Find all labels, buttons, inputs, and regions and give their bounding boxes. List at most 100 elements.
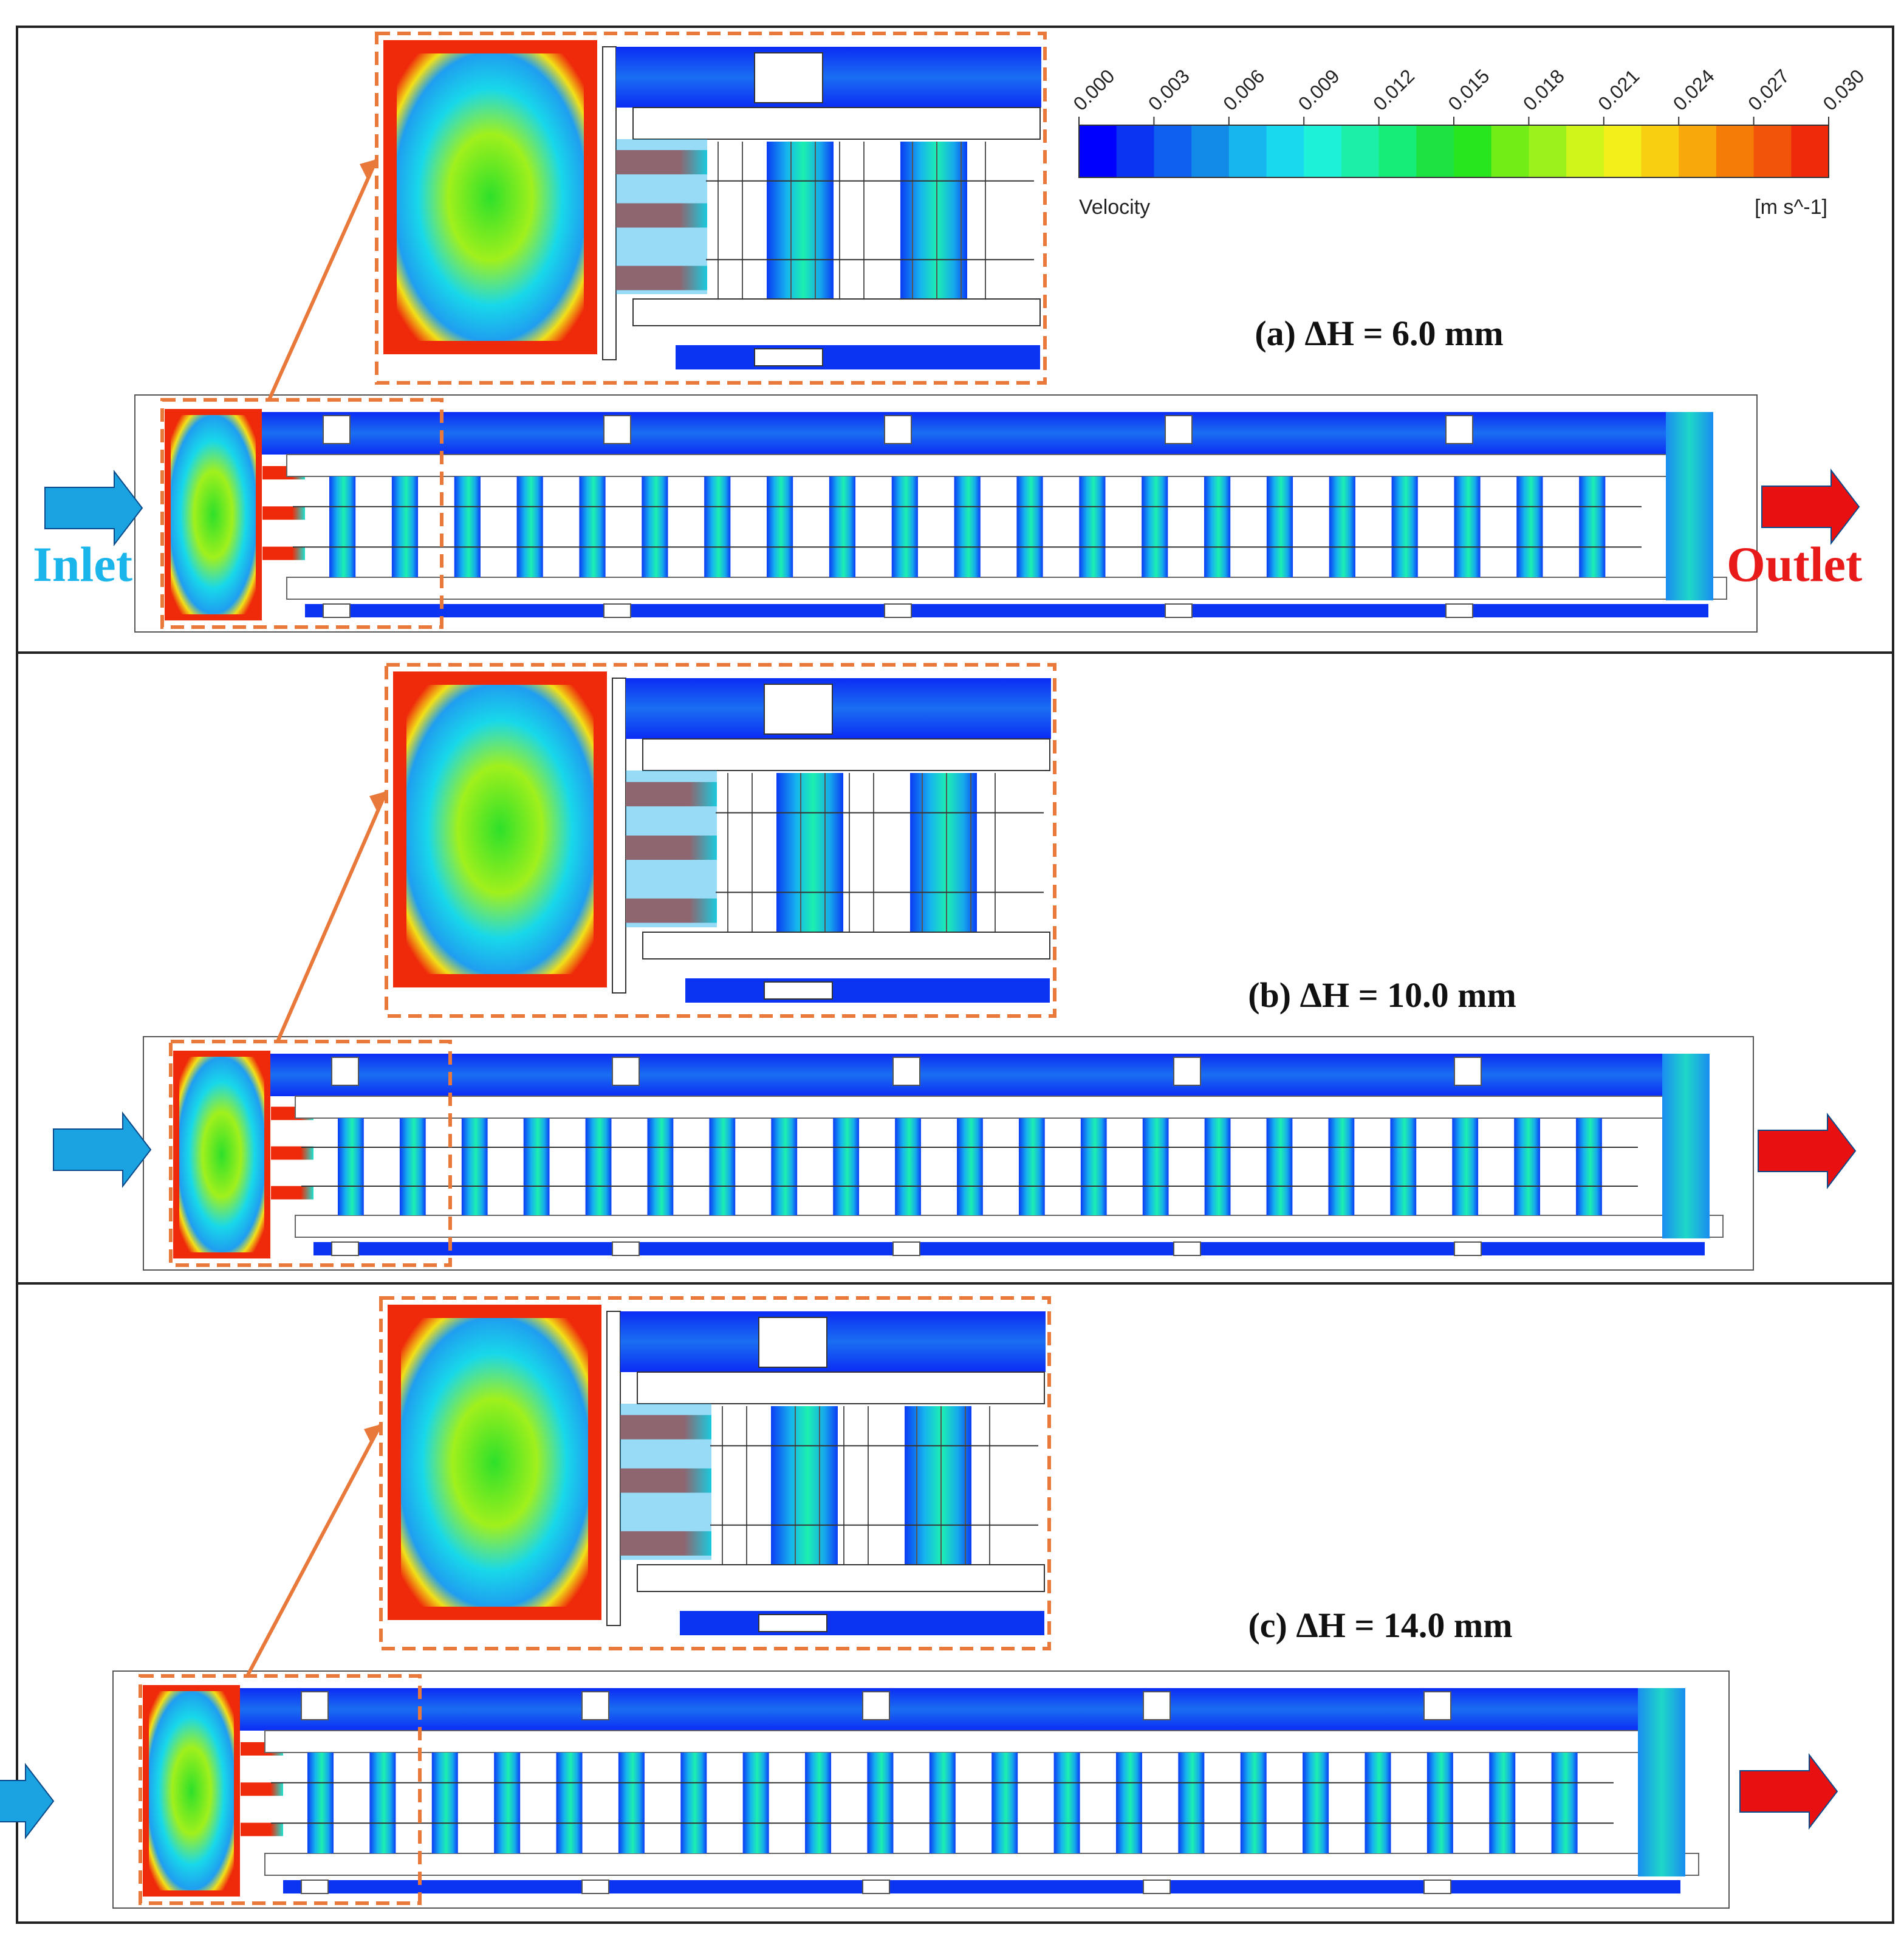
microchannel bbox=[1016, 476, 1043, 577]
colorbar-swatch bbox=[1716, 125, 1755, 177]
inlet-arrow bbox=[0, 1763, 55, 1839]
zoom-top-band bbox=[620, 1311, 1046, 1372]
top-solid-bar bbox=[286, 454, 1685, 477]
top-pillar bbox=[612, 1057, 640, 1086]
microchannel bbox=[895, 1118, 921, 1215]
inlet-jet bbox=[262, 546, 305, 560]
inlet-chamber bbox=[143, 1685, 240, 1897]
microchannel bbox=[1390, 1118, 1417, 1215]
zoom-box bbox=[379, 1296, 1051, 1650]
bottom-pillar bbox=[612, 1241, 640, 1256]
colorbar-tick-label: 0.030 bbox=[1818, 65, 1868, 115]
zoom-jet bbox=[620, 1531, 711, 1556]
microchannel bbox=[1576, 1118, 1602, 1215]
microchannel bbox=[1178, 1753, 1205, 1853]
zoom-channel bbox=[910, 773, 977, 932]
outlet-arrow bbox=[1761, 469, 1860, 545]
microchannel bbox=[1329, 476, 1355, 577]
colorbar-swatch bbox=[1491, 125, 1529, 177]
microchannel bbox=[704, 476, 731, 577]
zoom-box bbox=[375, 32, 1047, 385]
microchannel bbox=[1452, 1118, 1479, 1215]
colorbar-label: Velocity bbox=[1079, 196, 1150, 219]
microchannel bbox=[1142, 1118, 1169, 1215]
zoom-jet bbox=[620, 1468, 711, 1493]
colorbar-tick-label: 0.015 bbox=[1443, 65, 1493, 115]
inlet-jet bbox=[241, 1782, 283, 1796]
microchannel bbox=[1080, 1118, 1107, 1215]
zoom-jet bbox=[626, 781, 717, 806]
colorbar-swatch bbox=[1791, 125, 1829, 177]
inlet-jet bbox=[271, 1186, 313, 1200]
microchannel bbox=[523, 1118, 550, 1215]
microchannel bbox=[1204, 476, 1231, 577]
microchannel bbox=[647, 1118, 674, 1215]
bottom-solid-bar bbox=[286, 577, 1727, 600]
zoom-connector-head bbox=[369, 791, 386, 811]
microchannel bbox=[1514, 1118, 1540, 1215]
microchannel bbox=[1018, 1118, 1045, 1215]
microchannel bbox=[1142, 476, 1168, 577]
bottom-pillar bbox=[331, 1241, 359, 1256]
zoom-channel bbox=[900, 142, 967, 299]
colorbar-swatch bbox=[1079, 125, 1117, 177]
microchannel bbox=[829, 476, 856, 577]
selection-box bbox=[139, 1674, 422, 1905]
zoom-bottom-bar bbox=[637, 1564, 1045, 1592]
zoom-top-bar bbox=[632, 107, 1041, 140]
colorbar-swatch bbox=[1566, 125, 1604, 177]
zoom-top-band bbox=[626, 678, 1051, 739]
colorbar-tick-label: 0.009 bbox=[1294, 65, 1344, 115]
top-flow-band bbox=[177, 412, 1678, 455]
outlet-chamber bbox=[1662, 1054, 1710, 1238]
microchannel bbox=[369, 1753, 396, 1853]
microchannel bbox=[1426, 1753, 1453, 1853]
top-solid-bar bbox=[295, 1096, 1681, 1119]
microchannel bbox=[1240, 1753, 1267, 1853]
zoom-pillar bbox=[758, 1317, 827, 1368]
selection-box bbox=[160, 398, 443, 629]
inlet-arrow bbox=[53, 1111, 152, 1188]
inlet-arrow bbox=[44, 470, 143, 546]
microchannel bbox=[1115, 1753, 1142, 1853]
microchannel bbox=[516, 476, 543, 577]
zoom-bottom-bar bbox=[632, 298, 1041, 326]
microchannel bbox=[556, 1753, 583, 1853]
bottom-flow-band bbox=[305, 604, 1708, 617]
top-pillar bbox=[581, 1691, 609, 1720]
microchannel bbox=[1303, 1753, 1329, 1853]
microchannel bbox=[338, 1118, 364, 1215]
top-pillar bbox=[1423, 1691, 1451, 1720]
top-pillar bbox=[1173, 1057, 1201, 1086]
panel-b bbox=[53, 663, 1857, 1271]
top-pillar bbox=[862, 1691, 890, 1720]
zoom-bottom-band bbox=[676, 345, 1040, 369]
colorbar-tick-label: 0.006 bbox=[1219, 65, 1269, 115]
zoom-bottom-pillar bbox=[754, 348, 823, 366]
zoom-top-band bbox=[616, 47, 1041, 108]
zoom-connector bbox=[267, 158, 378, 402]
top-pillar bbox=[301, 1691, 329, 1720]
microchannel bbox=[618, 1753, 645, 1853]
bottom-solid-bar bbox=[295, 1215, 1724, 1238]
zoom-inlet-chamber bbox=[393, 671, 607, 987]
microchannel bbox=[1053, 1753, 1080, 1853]
microchannel bbox=[954, 476, 981, 577]
zoom-inlet-chamber bbox=[388, 1305, 601, 1620]
colorbar-swatch bbox=[1378, 125, 1417, 177]
microchannel bbox=[929, 1753, 956, 1853]
zoom-jet-region bbox=[620, 1404, 711, 1560]
zoom-jet-region bbox=[616, 139, 707, 294]
zoom-top-bar bbox=[642, 738, 1050, 771]
top-pillar bbox=[1454, 1057, 1482, 1086]
colorbar-tick-label: 0.012 bbox=[1369, 65, 1419, 115]
caption-panel-a: (a) ΔH = 6.0 mm bbox=[1255, 314, 1503, 353]
colorbar-tick-label: 0.024 bbox=[1669, 65, 1719, 115]
top-pillar bbox=[892, 1057, 920, 1086]
colorbar-swatch bbox=[1679, 125, 1717, 177]
microchannel bbox=[307, 1753, 334, 1853]
colorbar-swatch bbox=[1529, 125, 1567, 177]
microchannel bbox=[709, 1118, 736, 1215]
bottom-pillar bbox=[301, 1880, 329, 1894]
microchannel bbox=[1365, 1753, 1391, 1853]
